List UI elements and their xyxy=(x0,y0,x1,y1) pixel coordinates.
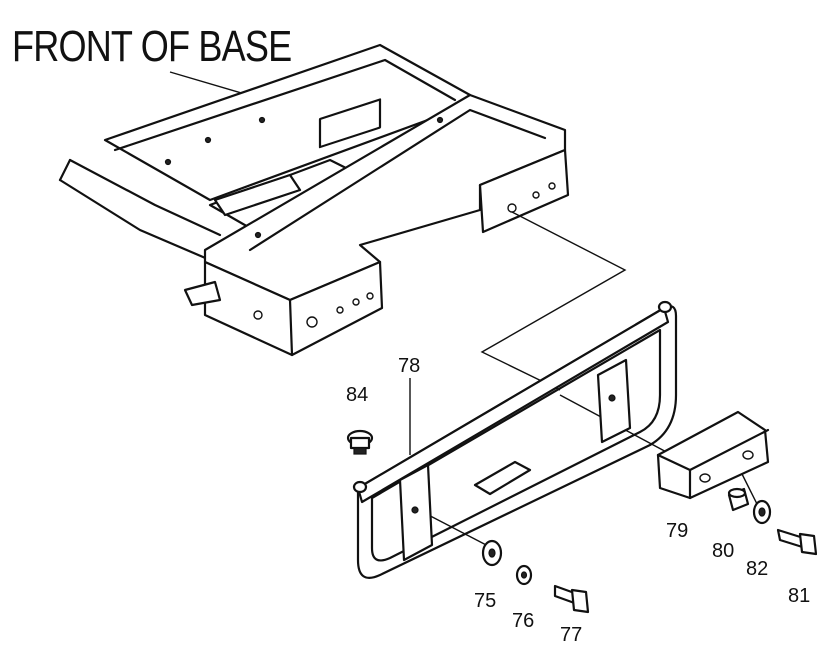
part-76-lockwasher xyxy=(515,564,533,586)
plug-body xyxy=(349,436,371,450)
part-75-washer xyxy=(481,539,503,567)
callout-81: 81 xyxy=(788,585,811,607)
center-block xyxy=(318,98,382,149)
part-79-bracket xyxy=(656,410,770,500)
left-leg-edge xyxy=(288,298,294,357)
plug-stem xyxy=(353,447,367,455)
bumper-top-bar xyxy=(356,306,670,504)
bumper-end-cap-right xyxy=(657,300,673,314)
lockwasher-76-hole xyxy=(520,571,528,579)
bumper-outer-tube xyxy=(356,305,678,579)
part-82-washer xyxy=(752,499,772,525)
right-leg-hole-1 xyxy=(532,191,540,199)
callout-76: 76 xyxy=(512,610,535,632)
right-leg-front xyxy=(478,148,570,234)
left-leg-tab xyxy=(183,280,222,307)
callout-77: 77 xyxy=(560,624,583,646)
part-84-plug xyxy=(346,429,374,455)
bracket-hole-1 xyxy=(699,473,711,483)
base-rail-lower xyxy=(58,178,212,262)
bumper-center-tab xyxy=(473,460,532,496)
left-leg-side-hole xyxy=(253,310,263,320)
base-rail-upper xyxy=(68,158,222,237)
front-frame-inner xyxy=(248,108,547,252)
callout-79: 79 xyxy=(666,520,689,542)
base-plate-edge xyxy=(113,58,457,152)
left-leg-hole-1 xyxy=(336,306,344,314)
part-80-spacer xyxy=(727,487,750,512)
plate-screw xyxy=(164,158,172,166)
bumper-inner-tube xyxy=(370,328,662,562)
plate-screw xyxy=(254,231,262,239)
bumper-left-hole xyxy=(411,506,419,514)
callout-78: 78 xyxy=(398,355,421,377)
callout-75: 75 xyxy=(474,590,497,612)
bolt-77-head xyxy=(570,588,590,614)
plate-screw xyxy=(204,136,212,144)
washer-75-hole xyxy=(488,548,496,558)
plate-screw xyxy=(258,116,266,124)
bumper-end-cap-left xyxy=(352,480,368,494)
spacer-top xyxy=(727,487,747,499)
plate-screw xyxy=(436,116,444,124)
callout-82: 82 xyxy=(746,558,769,580)
alignment-lines xyxy=(414,211,761,549)
bumper-right-bracket xyxy=(596,358,632,444)
bracket-hole-2 xyxy=(742,450,754,460)
callout-80: 80 xyxy=(712,540,735,562)
part-81-bolt xyxy=(776,528,817,556)
base-rail-end xyxy=(58,158,72,182)
bolt-81-head xyxy=(798,532,817,556)
washer-82-hole xyxy=(758,507,766,517)
right-leg-hole-2 xyxy=(548,182,556,190)
bumper-frame-78 xyxy=(352,300,678,579)
alignment-line-right xyxy=(480,211,627,391)
left-leg-hole-3 xyxy=(366,292,374,300)
callout-84: 84 xyxy=(346,384,369,406)
front-of-base-title: FRONT OF BASE xyxy=(12,22,292,71)
center-link-bar xyxy=(213,173,302,217)
bracket-body xyxy=(656,410,770,500)
bumper-right-hole xyxy=(608,394,616,402)
part-77-bolt xyxy=(553,584,590,614)
left-leg-slot xyxy=(306,316,318,328)
base-assembly xyxy=(58,43,570,357)
left-leg-hole-2 xyxy=(352,298,360,306)
